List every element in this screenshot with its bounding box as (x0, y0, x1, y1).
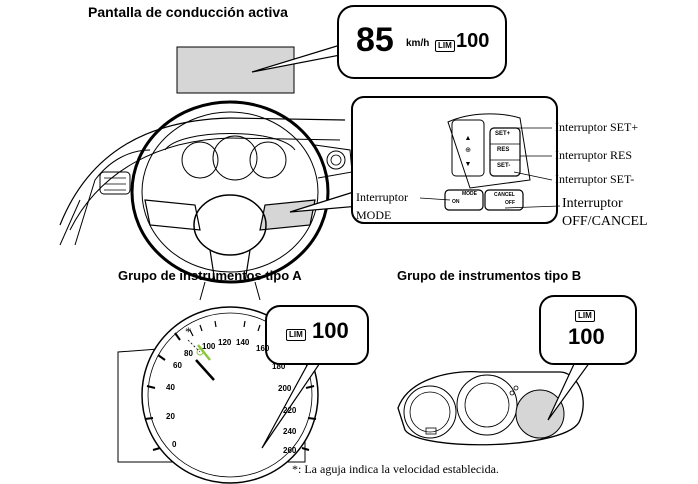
tick-label: 20 (166, 412, 175, 421)
btn-on-label: ON (452, 199, 460, 205)
steering-switch-highlight (259, 199, 316, 231)
btn-set-minus-label: SET- (497, 163, 511, 169)
steering-wheel (130, 100, 330, 284)
tick-label: 40 (166, 383, 175, 392)
tick-label: 160 (256, 344, 270, 353)
svg-text:▲: ▲ (465, 135, 472, 142)
hud-limit-value: 100 (456, 30, 490, 52)
cluster-a-limit-value: 100 (312, 318, 349, 343)
svg-text:⊕: ⊕ (465, 147, 471, 154)
set-speed-needle (197, 344, 211, 361)
tick-label: 200 (278, 384, 292, 393)
label-set-plus: Interruptor SET+ (555, 120, 639, 134)
cluster-b-display (515, 389, 565, 439)
cluster-a-lim-icon: LIM (286, 326, 306, 344)
tick-label: 260 (283, 446, 297, 455)
hud-screen (176, 46, 295, 94)
tick-label: 180 (272, 362, 286, 371)
svg-text:▼: ▼ (465, 161, 472, 168)
btn-res-label: RES (497, 147, 510, 153)
btn-off-label: OFF (505, 200, 515, 206)
tick-label: 60 (173, 361, 182, 370)
cluster-a-bubble (265, 305, 369, 365)
footnote: *: La aguja indica la velocidad establec… (292, 462, 499, 476)
tick-label: 220 (283, 406, 297, 415)
cluster-b-title: Grupo de instrumentos tipo B (397, 268, 582, 283)
hud-speed: 85 (356, 21, 394, 59)
hud-speed-unit: km/h (406, 38, 430, 49)
cluster-b-lim-icon: LIM (575, 307, 595, 325)
btn-mode-label: MODE (462, 191, 477, 197)
tick-label: 240 (283, 427, 297, 436)
hud-bubble (337, 5, 507, 79)
label-mode-1: Interruptor (356, 190, 408, 204)
cluster-b-bubble (539, 295, 637, 365)
tick-label: 100 (202, 342, 216, 351)
hud-title: Pantalla de conducción activa (88, 4, 288, 20)
cluster-b-limit-value: 100 (568, 324, 605, 349)
label-cancel-1: Interruptor (562, 196, 623, 211)
btn-cancel-label: CANCEL (494, 192, 515, 198)
label-res: Interruptor RES (555, 148, 632, 162)
tick-label: 140 (236, 338, 250, 347)
hud-lim-icon: LIM (435, 37, 455, 55)
cluster-b (397, 370, 584, 446)
btn-set-plus-label: SET+ (495, 131, 511, 137)
label-set-minus: Interruptor SET- (555, 172, 635, 186)
cluster-a-title: Grupo de instrumentos tipo A (118, 268, 302, 283)
tick-label: 80 (184, 349, 193, 358)
asterisk-marker: * (185, 324, 192, 339)
label-mode-2: MODE (356, 208, 392, 222)
label-cancel-2: OFF/CANCEL (562, 214, 648, 229)
tick-label: 120 (218, 338, 232, 347)
tick-label: 0 (172, 440, 177, 449)
